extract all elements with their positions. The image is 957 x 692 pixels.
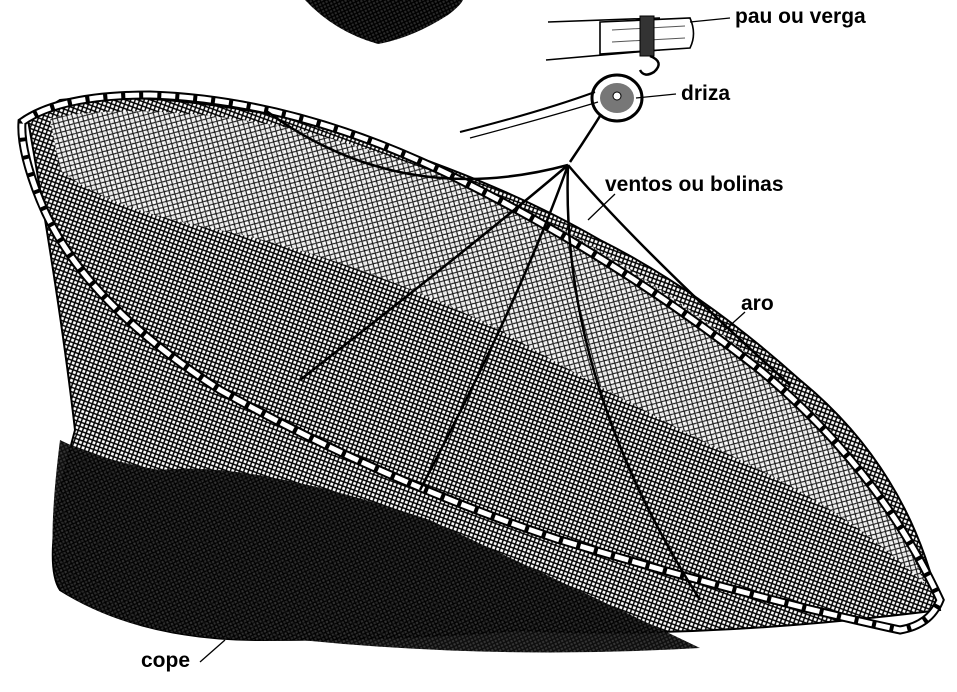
label-cope: cope: [141, 650, 190, 671]
pole-verga: [546, 16, 694, 60]
label-pau-ou-verga: pau ou verga: [735, 6, 866, 27]
label-driza: driza: [681, 83, 730, 104]
pulley-driza: [460, 56, 659, 162]
net-bundle-top: [305, 0, 463, 44]
label-aro: aro: [741, 293, 774, 314]
label-ventos-ou-bolinas: ventos ou bolinas: [605, 174, 784, 195]
net-body: [28, 98, 940, 653]
